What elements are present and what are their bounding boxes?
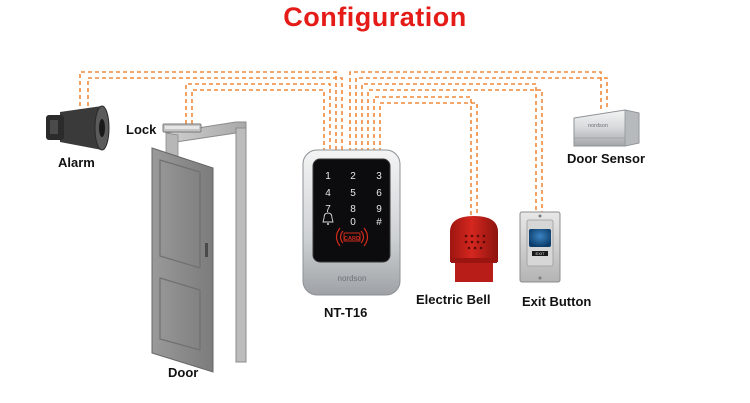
key-7: 7 — [325, 204, 331, 215]
electric-bell-label: Electric Bell — [416, 292, 491, 307]
bell-key-icon — [322, 212, 334, 225]
door-sensor-label: Door Sensor — [567, 151, 646, 166]
diagram-title: Configuration — [283, 2, 467, 32]
key-3: 3 — [376, 171, 382, 182]
exit-button-label: Exit Button — [522, 294, 592, 309]
wiring-lines — [79, 71, 608, 215]
electric-bell-icon — [450, 216, 498, 282]
alarm-icon — [46, 105, 110, 151]
keypad-brand-text: nordson — [338, 274, 367, 283]
sensor-brand-text: nordson — [588, 123, 608, 129]
key-4: 4 — [325, 188, 331, 199]
key-2: 2 — [350, 171, 356, 182]
device-label: NT-T16 — [324, 305, 368, 320]
keypad-keys: 1 2 3 4 5 6 7 8 9 0 # — [325, 171, 382, 228]
exit-button-icon — [519, 211, 561, 283]
key-hash: # — [376, 217, 382, 228]
door-icon — [151, 147, 214, 373]
card-text: CARD — [344, 236, 360, 242]
key-9: 9 — [376, 204, 382, 215]
key-8: 8 — [350, 204, 356, 215]
lock-icon — [162, 123, 202, 133]
key-5: 5 — [350, 188, 356, 199]
keypad-device-icon — [302, 149, 401, 296]
key-6: 6 — [376, 188, 382, 199]
door-sensor-icon — [573, 109, 640, 147]
exit-plate-text: EXIT — [536, 251, 545, 256]
lock-label: Lock — [126, 122, 157, 137]
alarm-label: Alarm — [58, 155, 95, 170]
key-0: 0 — [350, 217, 356, 228]
door-label: Door — [168, 365, 199, 380]
key-1: 1 — [325, 171, 331, 182]
